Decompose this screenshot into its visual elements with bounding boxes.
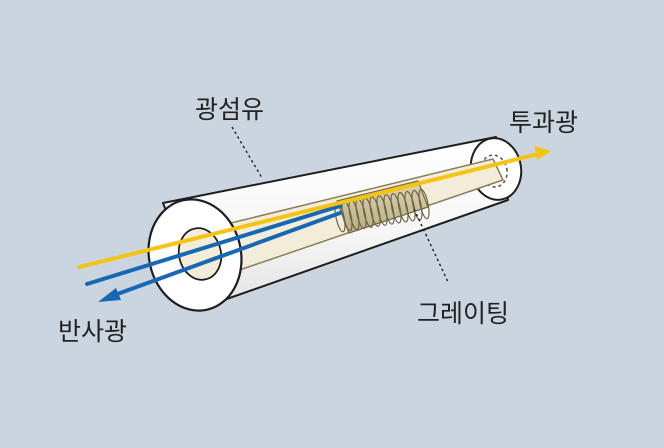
reflected-light-label: 반사광: [58, 317, 127, 346]
transmitted-arrowhead: [534, 146, 551, 160]
grating-label: 그레이팅: [417, 299, 509, 328]
fiber-far-core-outline: [480, 154, 508, 188]
grating-ring: [376, 195, 388, 226]
light-rays: [77, 146, 551, 302]
grating-ring: [411, 189, 423, 221]
grating-ring: [390, 193, 402, 224]
grating-ring: [418, 188, 430, 220]
grating-rings: [334, 188, 430, 233]
transmitted-yellow-ray: [77, 152, 540, 269]
grating-ring: [397, 192, 409, 223]
grating-ring: [404, 190, 416, 222]
reflected-blue-ray: [110, 211, 342, 298]
fiber-label: 광섬유: [195, 95, 264, 124]
fiber-leader-line: [231, 126, 263, 179]
incident-blue-ray: [85, 204, 342, 286]
grating-leader-line: [413, 208, 449, 283]
reflected-arrowhead: [98, 288, 121, 302]
grating-ring: [383, 194, 395, 225]
transmitted-light-label: 투과광: [509, 108, 578, 137]
